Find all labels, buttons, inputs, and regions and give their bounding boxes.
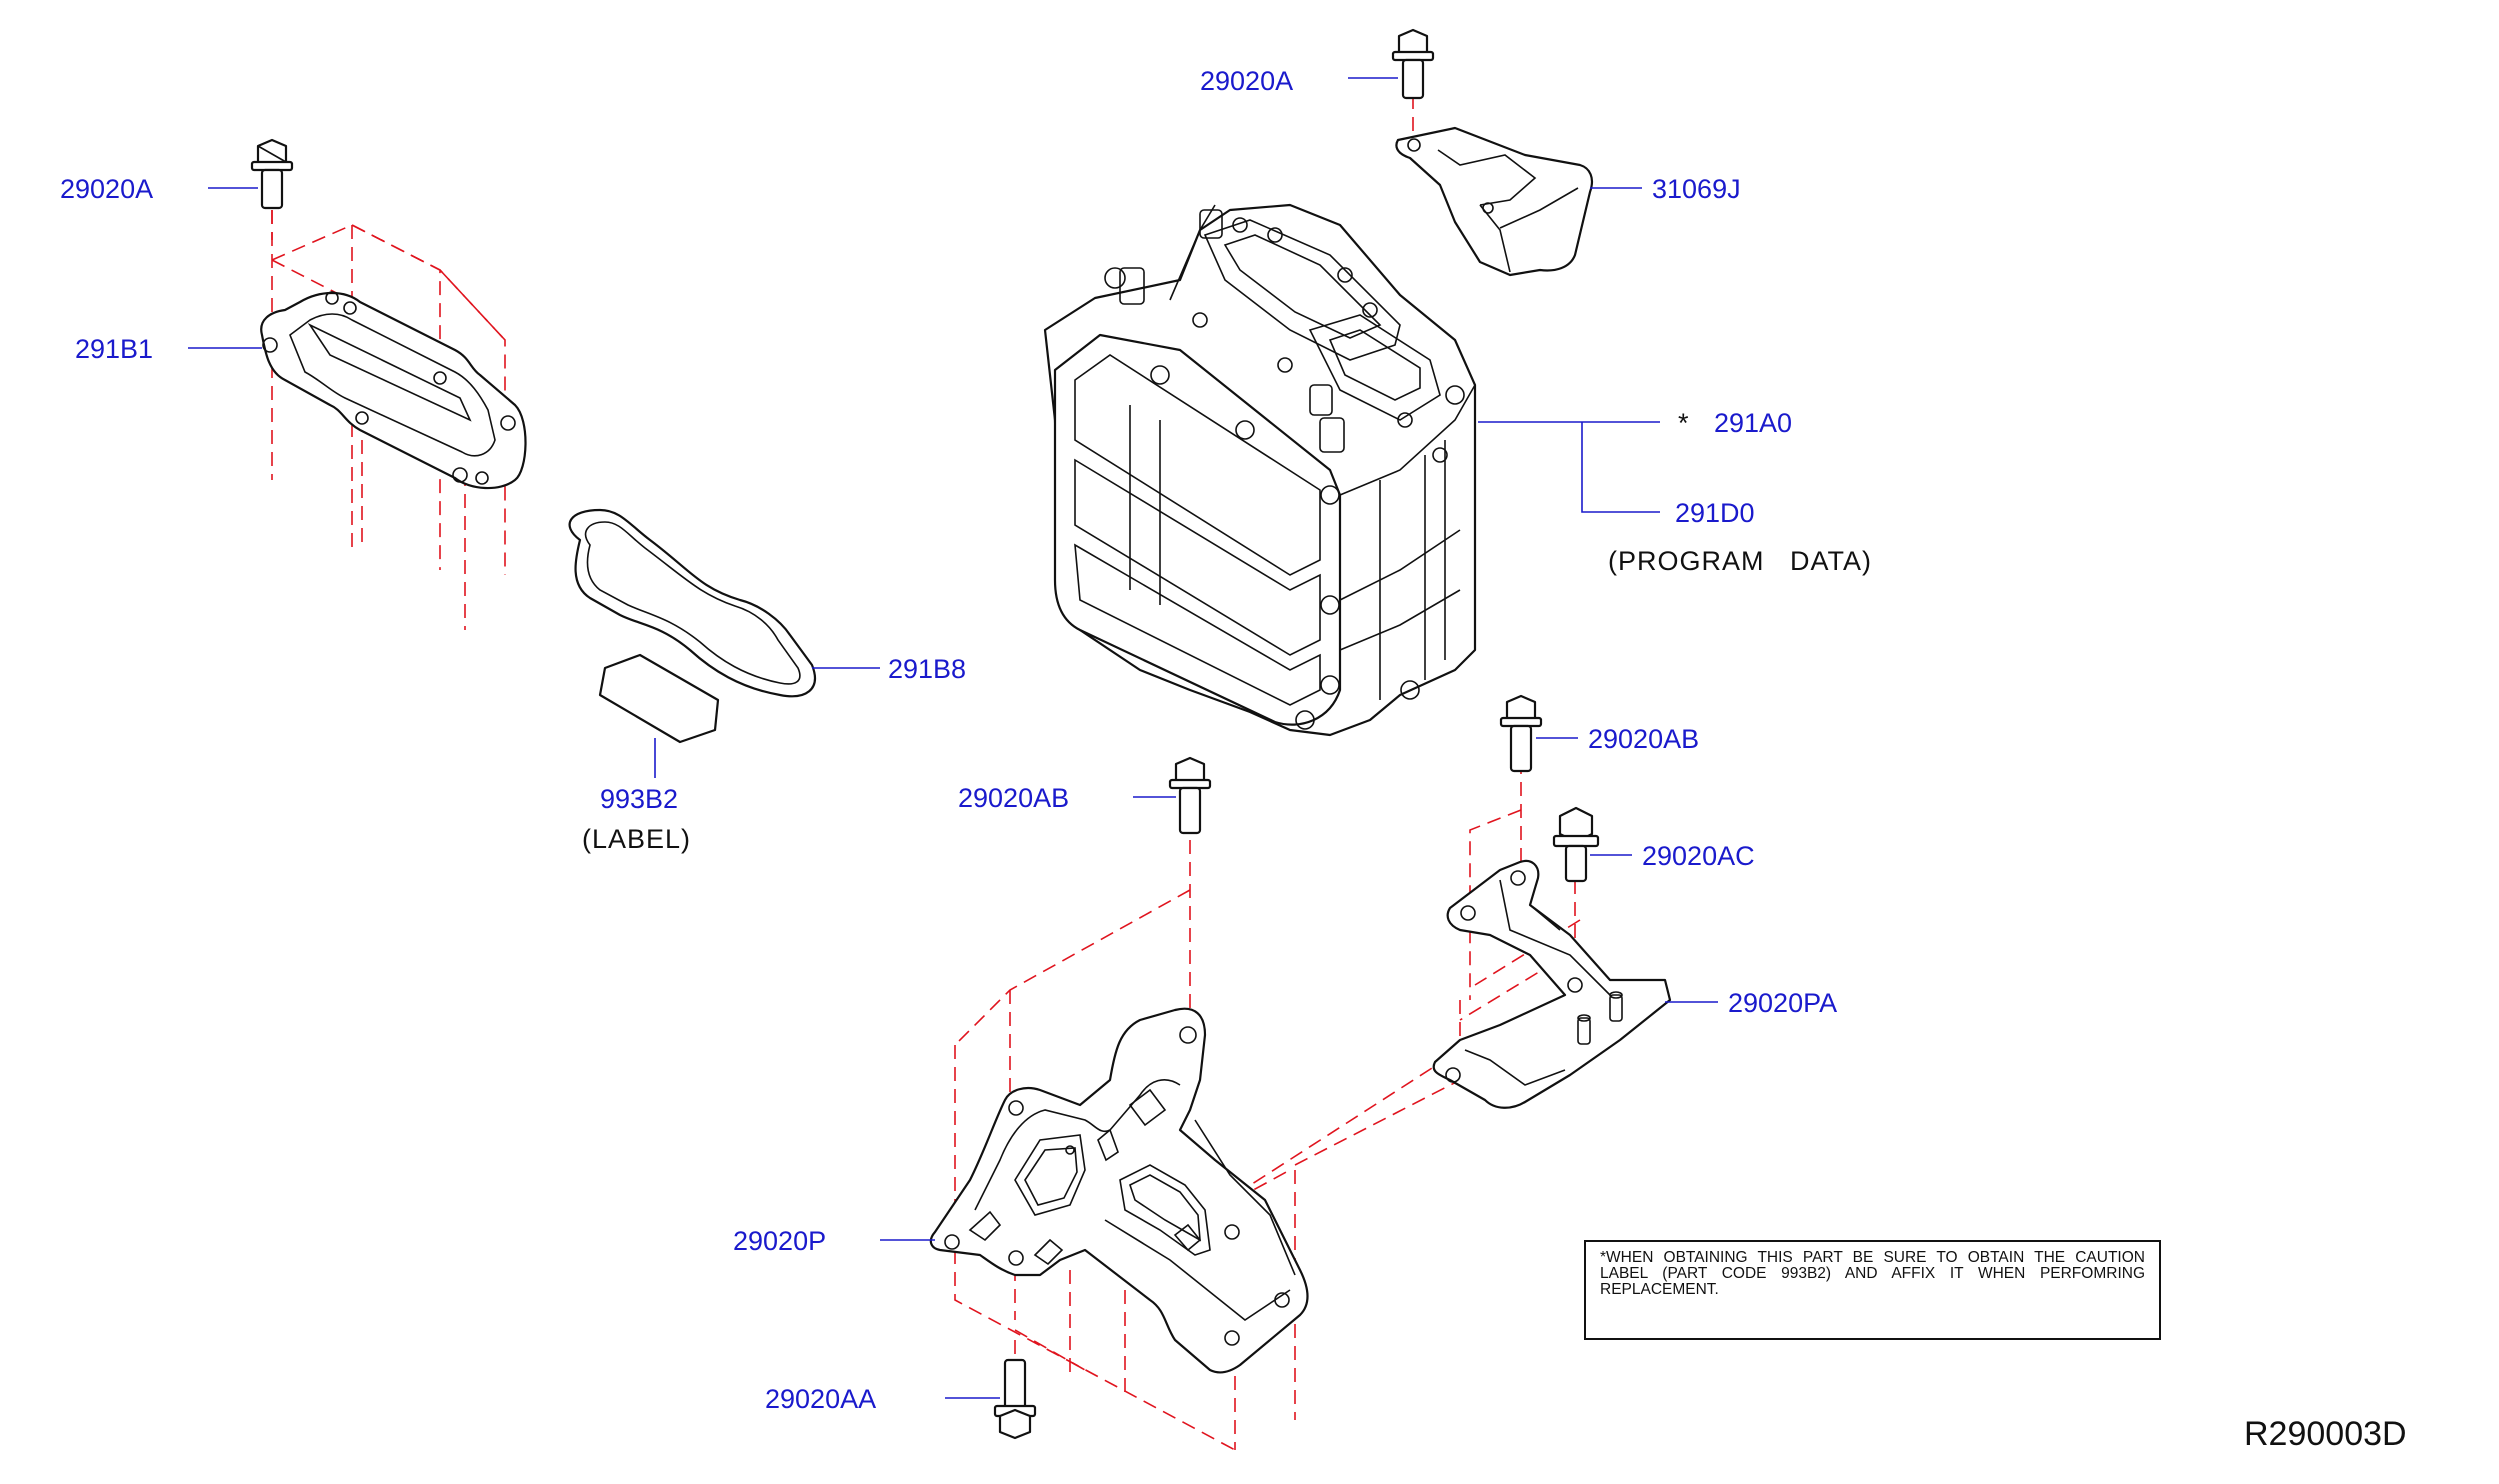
bolt-29020A-left (250, 138, 294, 210)
label-29020A-top: 29020A (1200, 66, 1293, 96)
label-label-caption: (LABEL) (582, 824, 691, 854)
bolt-29020A-top (1391, 28, 1435, 100)
reference-code: R290003D (2244, 1415, 2407, 1453)
part-labels: 29020A 29020A 31069J 291B1 * 291A0 291D0… (60, 66, 1872, 1414)
bracket-29020P (929, 1007, 1309, 1374)
label-29020AA: 29020AA (765, 1384, 876, 1414)
label-993B2 (598, 653, 720, 744)
leader-lines (188, 77, 1718, 1399)
label-291B8: 291B8 (888, 654, 966, 684)
label-29020P: 29020P (733, 1226, 826, 1256)
label-program-data: (PROGRAM DATA) (1608, 546, 1872, 576)
bracket-291B1 (260, 291, 527, 490)
bolt-29020AB-left (1168, 756, 1212, 835)
bolt-29020AB-right (1499, 694, 1543, 773)
caution-note: *WHEN OBTAINING THIS PART BE SURE TO OBT… (1584, 1240, 2161, 1340)
gasket-291B8 (568, 508, 816, 698)
label-993B2: 993B2 (600, 784, 678, 814)
label-291A0-star: * (1678, 408, 1689, 438)
label-29020AC: 29020AC (1642, 841, 1755, 871)
bracket-29020PA (1432, 859, 1672, 1109)
label-29020AB-right: 29020AB (1588, 724, 1699, 754)
label-291B1: 291B1 (75, 334, 153, 364)
label-29020PA: 29020PA (1728, 988, 1837, 1018)
control-unit-291A0 (1043, 203, 1477, 737)
bolt-29020AC (1552, 806, 1600, 883)
label-29020A-left: 29020A (60, 174, 153, 204)
label-291D0: 291D0 (1675, 498, 1755, 528)
label-291A0: 291A0 (1714, 408, 1792, 438)
label-31069J: 31069J (1652, 174, 1741, 204)
label-29020AB-left: 29020AB (958, 783, 1069, 813)
bolt-29020AA (993, 1358, 1037, 1440)
bracket-31069J (1395, 126, 1594, 277)
